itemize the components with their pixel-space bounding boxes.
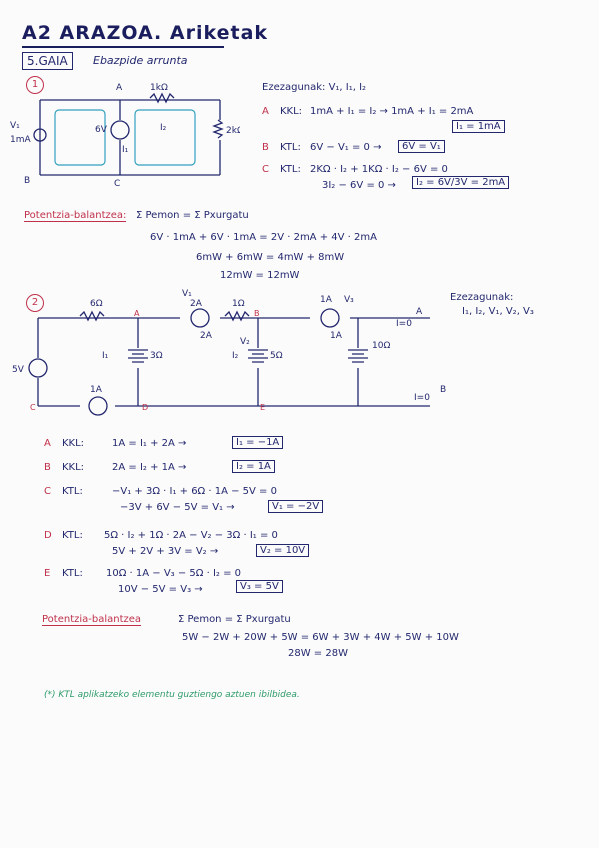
p1-eq-a-result: I₁ = 1mA bbox=[452, 120, 505, 133]
p2-eq3-type: KTL: bbox=[62, 486, 83, 497]
v1-label-2: V₁ bbox=[182, 289, 192, 299]
title-underline bbox=[22, 46, 224, 48]
problem-2-number: 2 bbox=[26, 294, 44, 312]
footnote: (*) KTL aplikatzeko elementu guztiengo a… bbox=[44, 690, 300, 700]
p2-eq2: 2A = I₂ + 1A → bbox=[112, 462, 187, 473]
p1-eq-a-node: A bbox=[262, 106, 269, 117]
p2-eq4-result: V₂ = 10V bbox=[256, 544, 310, 557]
circuit-2: 6Ω 1Ω 3Ω 5Ω 10Ω 5V 2A 1A 1A V₁ 1A 2A V₂ … bbox=[12, 289, 446, 416]
p2-eq2-node: B bbox=[44, 462, 51, 473]
terminal-a: A bbox=[416, 307, 423, 317]
i0-b: I=0 bbox=[414, 393, 430, 403]
p1-eq-c-type: KTL: bbox=[280, 164, 301, 175]
node-c-2: C bbox=[30, 403, 36, 412]
p2-eq2-type: KKL: bbox=[62, 462, 85, 473]
p2-eq4: 5Ω · I₂ + 1Ω · 2A − V₂ − 3Ω · I₁ = 0 bbox=[104, 530, 278, 541]
r5-label: 5Ω bbox=[270, 351, 283, 361]
r10-label: 10Ω bbox=[372, 341, 390, 351]
p2-eq1-result: I₁ = −1A bbox=[232, 436, 284, 449]
r1-label: 1Ω bbox=[232, 299, 245, 309]
p1-power-line1: 6V · 1mA + 6V · 1mA = 2V · 2mA + 4V · 2m… bbox=[150, 232, 377, 243]
p1-unknowns: Ezezagunak: V₁, I₁, I₂ bbox=[262, 82, 367, 93]
circuit-1: A B C 1kΩ 2kΩ 6V I₁ I₂ V₁ 1mA bbox=[10, 83, 240, 189]
node-b-label: B bbox=[24, 176, 30, 186]
p1-eq-a: 1mA + I₁ = I₂ → 1mA + I₁ = 2mA bbox=[310, 106, 474, 117]
p2-eq5-node: E bbox=[44, 568, 51, 579]
p1-eq-c2: 3I₂ − 6V = 0 → bbox=[322, 180, 396, 191]
page-title: A2 ARAZOA. Ariketak bbox=[22, 22, 269, 44]
node-d-2: D bbox=[142, 403, 148, 412]
node-a-label: A bbox=[116, 83, 123, 93]
p2-eq5-result: V₃ = 5V bbox=[236, 580, 283, 593]
cs-1b-label: 1A bbox=[90, 385, 103, 395]
p2-eq4-node: D bbox=[44, 530, 52, 541]
cs-2a-label: 2A bbox=[190, 299, 203, 309]
p1-eq-b-node: B bbox=[262, 142, 269, 153]
p1-power-line2: 6mW + 6mW = 4mW + 8mW bbox=[196, 252, 345, 263]
cs-1a-label: 1A bbox=[320, 295, 333, 305]
r3-label: 3Ω bbox=[150, 351, 163, 361]
p2-eq2-result: I₂ = 1A bbox=[232, 460, 275, 473]
p2-power-line2: 28W = 28W bbox=[288, 648, 348, 659]
source-5v-label: 5V bbox=[12, 365, 25, 375]
cur-1ma-label: 1mA bbox=[10, 135, 31, 145]
topic-box: 5.GAIA bbox=[22, 52, 73, 70]
p2-power-line1: 5W − 2W + 20W + 5W = 6W + 3W + 4W + 5W +… bbox=[182, 632, 459, 643]
p1-eq-a-type: KKL: bbox=[280, 106, 303, 117]
p1-eq-b-result: 6V = V₁ bbox=[398, 140, 445, 153]
i1-label-2: I₁ bbox=[102, 351, 109, 361]
p2-eq3-line2: −3V + 6V − 5V = V₁ → bbox=[120, 502, 235, 513]
v1-label: V₁ bbox=[10, 121, 20, 131]
p2-eq3-result: V₁ = −2V bbox=[268, 500, 324, 513]
node-e-2: E bbox=[260, 403, 265, 412]
p2-eq5-line2: 10V − 5V = V₃ → bbox=[118, 584, 203, 595]
p1-power-eq: Σ Pemon = Σ Pxurgatu bbox=[136, 210, 249, 221]
p2-eq3-node: C bbox=[44, 486, 51, 497]
p2-eq5: 10Ω · 1A − V₃ − 5Ω · I₂ = 0 bbox=[106, 568, 242, 579]
p2-eq1-node: A bbox=[44, 438, 51, 449]
p1-eq-b-type: KTL: bbox=[280, 142, 301, 153]
p2-power-eq: Σ Pemon = Σ Pxurgatu bbox=[178, 614, 291, 625]
w1a-label: 1A bbox=[330, 331, 343, 341]
i2-label-2: I₂ bbox=[232, 351, 239, 361]
source-6v-label: 6V bbox=[95, 125, 108, 135]
p2-eq1: 1A = I₁ + 2A → bbox=[112, 438, 187, 449]
p2-eq3: −V₁ + 3Ω · I₁ + 6Ω · 1A − 5V = 0 bbox=[112, 486, 277, 497]
p2-eq5-type: KTL: bbox=[62, 568, 83, 579]
p2-eq1-type: KKL: bbox=[62, 438, 85, 449]
r2k-label: 2kΩ bbox=[226, 126, 240, 136]
p2-eq4-line2: 5V + 2V + 3V = V₂ → bbox=[112, 546, 219, 557]
p1-eq-c-result: I₂ = 6V/3V = 2mA bbox=[412, 176, 510, 189]
i0-a: I=0 bbox=[396, 319, 412, 329]
w2a-label: 2A bbox=[200, 331, 213, 341]
p2-unknowns-title: Ezezagunak: bbox=[450, 292, 514, 303]
subtitle: Ebazpide arrunta bbox=[93, 54, 188, 67]
p2-eq4-type: KTL: bbox=[62, 530, 83, 541]
p1-eq-c: 2KΩ · I₂ + 1KΩ · I₂ − 6V = 0 bbox=[310, 164, 448, 175]
i1-label: I₁ bbox=[122, 145, 129, 155]
i2-label: I₂ bbox=[160, 123, 167, 133]
p1-eq-b: 6V − V₁ = 0 → bbox=[310, 142, 382, 153]
p2-power-title: Potentzia-balantzea bbox=[42, 614, 142, 626]
v2-label: V₂ bbox=[240, 337, 250, 347]
node-a-2: A bbox=[134, 309, 140, 318]
problem-1-number: 1 bbox=[26, 76, 44, 94]
p1-eq-c-node: C bbox=[262, 164, 269, 175]
r6-label: 6Ω bbox=[90, 299, 103, 309]
r1k-label: 1kΩ bbox=[150, 83, 168, 93]
node-c-label: C bbox=[114, 179, 120, 189]
node-b-2: B bbox=[254, 309, 260, 318]
p2-unknowns: I₁, I₂, V₁, V₂, V₃ bbox=[462, 306, 534, 317]
p1-power-line3: 12mW = 12mW bbox=[220, 270, 300, 281]
terminal-b: B bbox=[440, 385, 446, 395]
p1-power-title: Potentzia-balantzea: bbox=[24, 210, 127, 222]
v3-label: V₃ bbox=[344, 295, 354, 305]
